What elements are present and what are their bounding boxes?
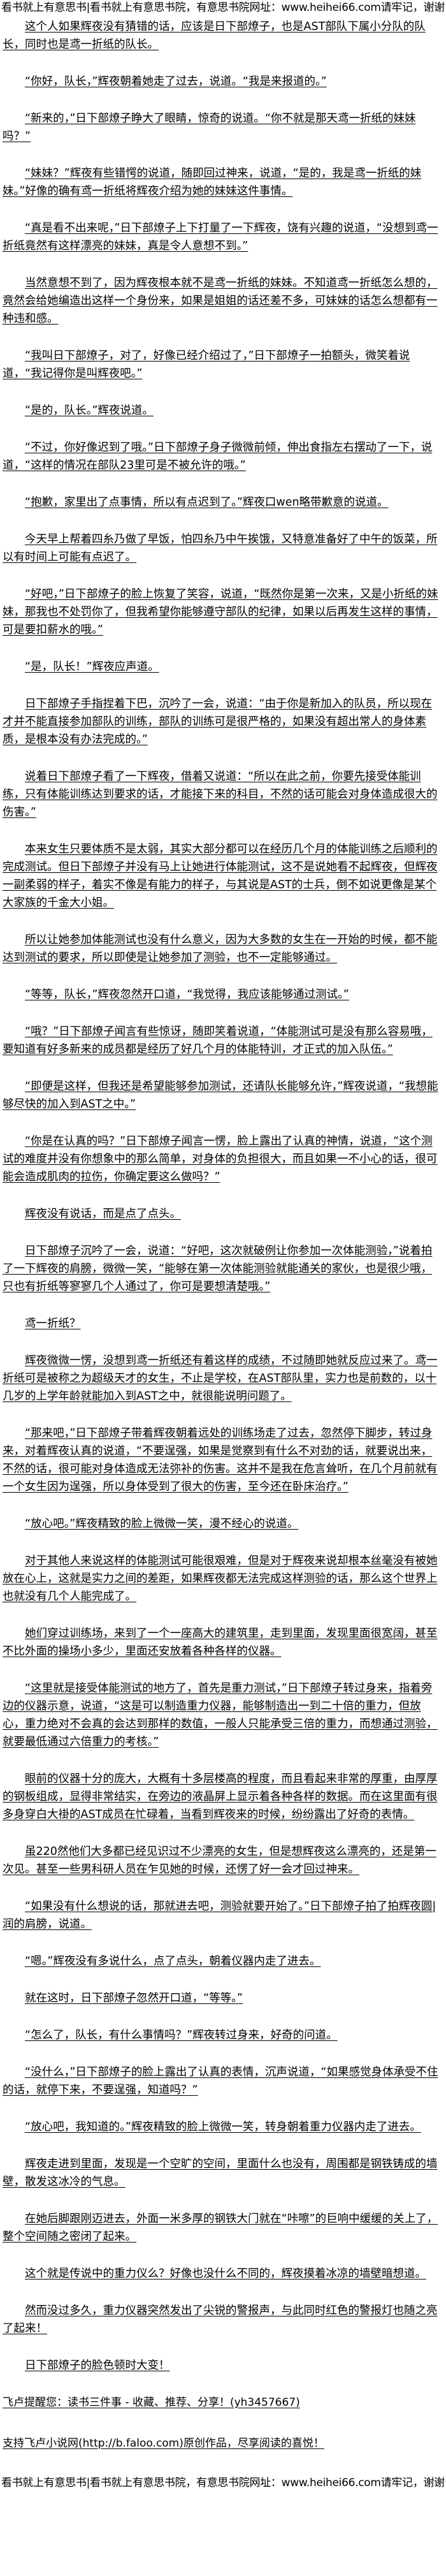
paragraph: 辉夜微微一愣，没想到鸢一折纸还有着这样的成绩，不过随即她就反应过来了。鸢一折纸可… [3, 1354, 438, 1403]
paragraph: “我叫日下部燎子，对了，好像已经介绍过了，”日下部燎子一拍额头，微笑着说道，“我… [3, 349, 410, 380]
paragraph: 日下部燎子沉吟了一会，说道：“好吧，这次就破例让你参加一次体能测验，”说着拍了一… [3, 1245, 433, 1293]
footer-note: 支持飞卢小说网(http://b.faloo.com)原创作品，尽享阅读的喜悦！ [3, 2437, 324, 2450]
paragraph: 日下部燎子的脸色顿时大变！ [25, 2359, 170, 2372]
paragraph: “即便是这样，但我还是希望能够参加测试，还请队长能够允许，”辉夜说道，“我想能够… [3, 1080, 438, 1111]
paragraph: “嗯。”辉夜没有多说什么，点了点头，朝着仪器内走了进去。 [25, 1955, 321, 1968]
paragraph: 这个人如果辉夜没有猜错的话，应该是日下部燎子，也是AST部队下属小分队的队长，同… [3, 20, 426, 51]
paragraph: “不过，你好像迟到了哦。”日下部燎子身子微微前倾，伸出食指左右摆动了一下，说道，… [3, 441, 433, 472]
paragraph: 然而没过多久，重力仪器突然发出了尖锐的警报声，与此同时红色的警报灯也随之亮了起来… [3, 2304, 438, 2335]
site-banner-bottom: 看书就上有意思书|看书就上有意思书院，有意思书院网址：www.heihei66.… [1, 2477, 445, 2489]
paragraph: 日下部燎子手指捏着下巴，沉吟了一会，说道：“由于你是新加入的队员，所以现在才并不… [3, 698, 433, 746]
paragraph: “是的，队长。”辉夜说道。 [25, 404, 154, 417]
paragraph: 辉夜走进到里面，发现是一个空旷的空间，里面什么也没有，周围都是钢铁铸成的墙壁，散… [3, 2158, 438, 2188]
paragraph: “好吧，”日下部燎子的脸上恢复了笑容，说道，“既然你是第一次来，又是小折纸的妹妹… [3, 588, 438, 636]
paragraph: “哦？”日下部燎子闻言有些惊讶，随即笑着说道，“体能测试可是没有那么容易哦，要知… [3, 1025, 433, 1056]
paragraph: 今天早上帮着四糸乃做了早饭，怕四糸乃中午挨饿，又特意准备好了中午的饭菜，所以有时… [3, 533, 438, 564]
paragraph: 说着日下部燎子看了一下辉夜，借着又说道：“所以在此之前，你要先接受体能训练，只有… [3, 770, 438, 819]
paragraph: “如果没有什么想说的话，那就进去吧，测验就要开始了。”日下部燎子拍了拍辉夜圆|润… [3, 1900, 436, 1931]
paragraph: “新来的，”日下部燎子睁大了眼睛，惊奇的说道。“你不就是那天鸢一折纸的妹妹吗？” [3, 112, 416, 143]
paragraph: 所以让她参加体能测试也没有什么意义，因为大多数的女生在一开始的时候，都不能达到测… [3, 933, 438, 964]
footer-note: 飞卢提醒您：读书三件事 - 收藏、推荐、分享！(yh3457667) [3, 2396, 300, 2409]
paragraph: “妹妹？”辉夜有些错愕的说道，随即回过神来，说道，“是的，我是鸢一折纸的妹妹。”… [3, 167, 422, 198]
paragraph: 这个就是传说中的重力仪么？好像也没什么不同的，辉夜摸着冰凉的墙壁暗想道。 [25, 2267, 426, 2280]
paragraph: 本来女生只要体质不是太弱，其实大部分都可以在经历几个月的体能训练之后顺利的完成测… [3, 843, 438, 909]
paragraph: 在她后脚跟刚迈进去，外面一米多厚的钢铁大门就在“咔嚓”的巨响中缓缓的关上了，整个… [3, 2213, 438, 2243]
paragraph: 对于其他人来说这样的体能测试可能很艰难，但是对于辉夜来说却根本丝毫没有被她放在心… [3, 1555, 438, 1603]
paragraph: “等等，队长，”辉夜忽然开口道，“我觉得，我应该能够通过测试。” [25, 988, 349, 1001]
paragraph: “抱歉，家里出了点事情，所以有点迟到了。”辉夜口wen略带歉意的说道。 [25, 496, 389, 509]
paragraph: “你好，队长，”辉夜朝着她走了过去，说道。“我是来报道的。” [25, 75, 327, 88]
paragraph: “怎么了，队长，有什么事情吗？”辉夜转过身来，好奇的问道。 [25, 2029, 338, 2042]
footer-notes: 飞卢提醒您：读书三件事 - 收藏、推荐、分享！(yh3457667) 支持飞卢小说… [0, 2394, 445, 2452]
paragraph: 鸢一折纸？ [25, 1317, 81, 1330]
paragraph: 就在这时，日下部燎子忽然开口道，“等等。” [25, 1992, 243, 2005]
site-banner-top: 看书就上有意思书|看书就上有意思书院，有意思书院网址：www.heihei66.… [1, 1, 445, 14]
paragraph: “真是看不出来呢，”日下部燎子上下打量了一下辉夜，饶有兴趣的说道，“没想到鸢一折… [3, 222, 438, 252]
paragraph: “放心吧，我知道的。”辉夜精致的脸上微微一笑，转身朝着重力仪器内走了进去。 [25, 2121, 421, 2133]
paragraph: “这里就是接受体能测试的地方了，首先是重力测试，”日下部燎子转过身来，指着旁边的… [3, 1682, 438, 1748]
paragraph: “那来吧，”日下部燎子带着辉夜朝着远处的训练场走了过去，忽然停下脚步，转过身来，… [3, 1427, 438, 1493]
paragraph: 她们穿过训练场，来到了一个一座高大的建筑里，走到里面，发现里面很宽阔，甚至不比外… [3, 1627, 438, 1658]
paragraph: “你是在认真的吗？”日下部燎子闻言一愣，脸上露出了认真的神情，说道，“这个测试的… [3, 1135, 438, 1183]
paragraph: “放心吧。”辉夜精致的脸上微微一笑，漫不经心的说道。 [25, 1518, 299, 1530]
chapter-text: 这个人如果辉夜没有猜错的话，应该是日下部燎子，也是AST部队下属小分队的队长，同… [0, 18, 445, 2375]
paragraph: 虽220然他们大多都已经见识过不少漂亮的女生，但是想辉夜这么漂亮的，还是第一次见… [3, 1845, 436, 1876]
paragraph: 当然意想不到了，因为辉夜根本就不是鸢一折纸的妹妹。不知道鸢一折纸怎么想的，竟然会… [3, 277, 438, 325]
paragraph: 眼前的仪器十分的庞大，大概有十多层楼高的程度，而且看起来非常的厚重，由厚厚的钢板… [3, 1773, 438, 1821]
paragraph: “是，队长！”辉夜应声道。 [25, 661, 159, 673]
paragraph: 辉夜没有说话，而是点了点头。 [25, 1208, 181, 1220]
paragraph: “没什么，”日下部燎子的脸上露出了认真的表情，沉声说道，“如果感觉身体承受不住的… [3, 2066, 438, 2097]
